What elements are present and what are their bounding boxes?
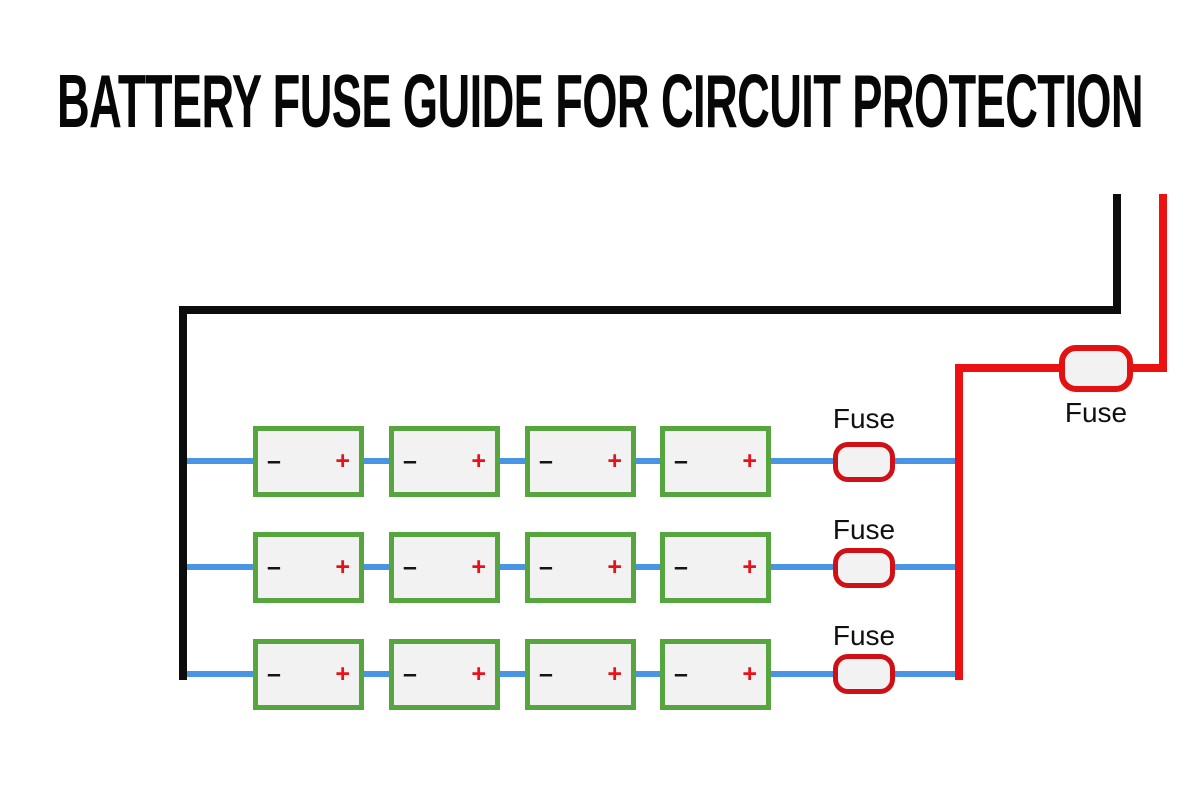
positive-wire-mainfuse-left: [955, 364, 1065, 372]
negative-terminal-label: –: [674, 660, 688, 688]
main-fuse-label: Fuse: [1064, 397, 1128, 428]
negative-terminal-label: –: [403, 447, 417, 475]
positive-wire-mainfuse-right: [1125, 364, 1167, 372]
negative-wire-top-horizontal: [179, 306, 1121, 314]
negative-terminal-label: –: [539, 660, 553, 688]
negative-terminal-label: –: [539, 447, 553, 475]
positive-terminal-label: +: [742, 660, 757, 688]
page-title: BATTERY FUSE GUIDE FOR CIRCUIT PROTECTIO…: [0, 59, 1200, 143]
negative-terminal-label: –: [267, 553, 281, 581]
battery-cell: – +: [660, 426, 771, 497]
negative-terminal-label: –: [539, 553, 553, 581]
battery-cell: – +: [525, 639, 636, 710]
positive-terminal-label: +: [742, 447, 757, 475]
negative-bus-left-vertical: [179, 306, 187, 680]
positive-terminal-label: +: [742, 553, 757, 581]
negative-terminal-label: –: [674, 447, 688, 475]
positive-terminal-label: +: [335, 553, 350, 581]
battery-cell: – +: [525, 532, 636, 603]
battery-cell: – +: [525, 426, 636, 497]
battery-cell: – +: [253, 426, 364, 497]
row-fuse-label: Fuse: [832, 514, 896, 545]
battery-cell: – +: [660, 532, 771, 603]
positive-terminal-label: +: [607, 553, 622, 581]
positive-terminal-label: +: [335, 447, 350, 475]
negative-terminal-label: –: [403, 660, 417, 688]
negative-terminal-label: –: [267, 447, 281, 475]
positive-terminal-label: +: [607, 660, 622, 688]
negative-terminal-label: –: [267, 660, 281, 688]
positive-terminal-label: +: [607, 447, 622, 475]
positive-terminal-label: +: [335, 660, 350, 688]
negative-terminal-label: –: [674, 553, 688, 581]
battery-cell: – +: [253, 532, 364, 603]
main-fuse-symbol: [1059, 345, 1133, 392]
battery-cell: – +: [389, 426, 500, 497]
row-fuse-symbol: [833, 548, 895, 588]
positive-wire-right-vertical: [1159, 194, 1167, 372]
row-fuse-symbol: [833, 442, 895, 482]
negative-wire-right-vertical: [1113, 194, 1121, 314]
row-fuse-label: Fuse: [832, 620, 896, 651]
positive-bus-right-vertical: [955, 364, 963, 680]
row-fuse-symbol: [833, 654, 895, 694]
battery-cell: – +: [389, 532, 500, 603]
positive-terminal-label: +: [471, 447, 486, 475]
battery-cell: – +: [660, 639, 771, 710]
positive-terminal-label: +: [471, 553, 486, 581]
row-fuse-label: Fuse: [832, 403, 896, 434]
positive-terminal-label: +: [471, 660, 486, 688]
battery-cell: – +: [253, 639, 364, 710]
page-title-text: BATTERY FUSE GUIDE FOR CIRCUIT PROTECTIO…: [57, 66, 1143, 140]
battery-cell: – +: [389, 639, 500, 710]
negative-terminal-label: –: [403, 553, 417, 581]
title-text-svg: BATTERY FUSE GUIDE FOR CIRCUIT PROTECTIO…: [57, 59, 1144, 143]
